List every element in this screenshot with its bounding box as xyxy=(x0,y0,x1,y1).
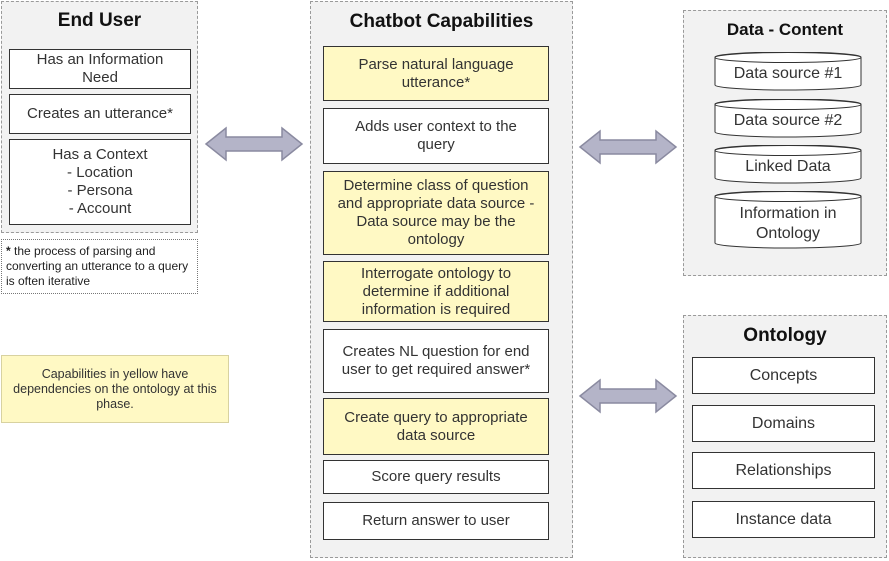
domains-box: Domains xyxy=(692,405,875,442)
chatbot-ontology-arrow xyxy=(578,378,678,414)
capability-box: Score query results xyxy=(323,460,549,494)
information-need-label: Has an Information Need xyxy=(36,51,164,86)
capability-box: Return answer to user xyxy=(323,502,549,540)
chatbot-data-arrow xyxy=(578,129,678,165)
capability-label: Score query results xyxy=(371,468,501,485)
context-label: Has a Context - Location - Persona - Acc… xyxy=(52,146,148,217)
cylinder-label: Data source #1 xyxy=(733,65,843,82)
ontology-label: Domains xyxy=(751,414,816,432)
cylinder-shape xyxy=(714,52,862,91)
end-user-panel: End User Has an Information Need Creates… xyxy=(1,1,198,233)
capability-label: Interrogate ontology to determine if add… xyxy=(360,264,512,318)
ontology-label: Concepts xyxy=(749,366,818,384)
end-user-chatbot-arrow xyxy=(204,126,304,162)
capability-box: Parse natural language utterance* xyxy=(323,46,549,101)
capability-label: Return answer to user xyxy=(362,512,510,529)
data-content-title: Data - Content xyxy=(726,20,844,39)
capability-label: Adds user context to the query xyxy=(355,118,517,153)
footnote-star: * xyxy=(6,244,11,258)
cylinder-label: Data source #2 xyxy=(733,112,843,129)
linked-data-cylinder: Linked Data xyxy=(714,145,862,184)
capability-box: Creates NL question for end user to get … xyxy=(323,329,549,393)
end-user-title: End User xyxy=(57,10,142,31)
capability-label: Parse natural language utterance* xyxy=(358,55,514,91)
ontology-info-cylinder: Information in Ontology xyxy=(714,191,862,249)
cylinder-label: Information in Ontology xyxy=(739,205,837,242)
capability-box: Determine class of question and appropri… xyxy=(323,171,549,255)
yellow-legend: Capabilities in yellow have dependencies… xyxy=(1,355,229,423)
cylinder-shape xyxy=(714,191,862,249)
context-box: Has a Context - Location - Persona - Acc… xyxy=(9,139,191,225)
data-source-1-cylinder: Data source #1 xyxy=(714,52,862,91)
capability-box: Create query to appropriate data source xyxy=(323,398,549,455)
capability-box: Adds user context to the query xyxy=(323,108,549,164)
capability-box: Interrogate ontology to determine if add… xyxy=(323,261,549,322)
instance-data-box: Instance data xyxy=(692,501,875,538)
legend-text: Capabilities in yellow have dependencies… xyxy=(13,366,217,411)
capability-label: Creates NL question for end user to get … xyxy=(341,343,531,378)
concepts-box: Concepts xyxy=(692,357,875,394)
utterance-label: Creates an utterance* xyxy=(27,105,173,122)
cylinder-shape xyxy=(714,145,862,184)
capability-label: Create query to appropriate data source xyxy=(344,408,528,444)
information-need-box: Has an Information Need xyxy=(9,49,191,89)
ontology-title: Ontology xyxy=(743,325,827,346)
ontology-label: Instance data xyxy=(735,510,832,528)
capability-label: Determine class of question and appropri… xyxy=(337,177,535,248)
utterance-box: Creates an utterance* xyxy=(9,94,191,134)
footnote-text: the process of parsing and converting an… xyxy=(6,244,189,288)
cylinder-shape xyxy=(714,99,862,138)
data-source-2-cylinder: Data source #2 xyxy=(714,99,862,138)
chatbot-title: Chatbot Capabilities xyxy=(349,11,534,32)
chatbot-panel: Chatbot Capabilities Parse natural langu… xyxy=(310,1,573,558)
iteration-footnote: * the process of parsing and converting … xyxy=(1,239,198,294)
ontology-label: Relationships xyxy=(735,461,832,479)
data-content-panel: Data - Content Data source #1 Data source… xyxy=(683,10,887,276)
relationships-box: Relationships xyxy=(692,452,875,489)
cylinder-label: Linked Data xyxy=(745,158,831,175)
